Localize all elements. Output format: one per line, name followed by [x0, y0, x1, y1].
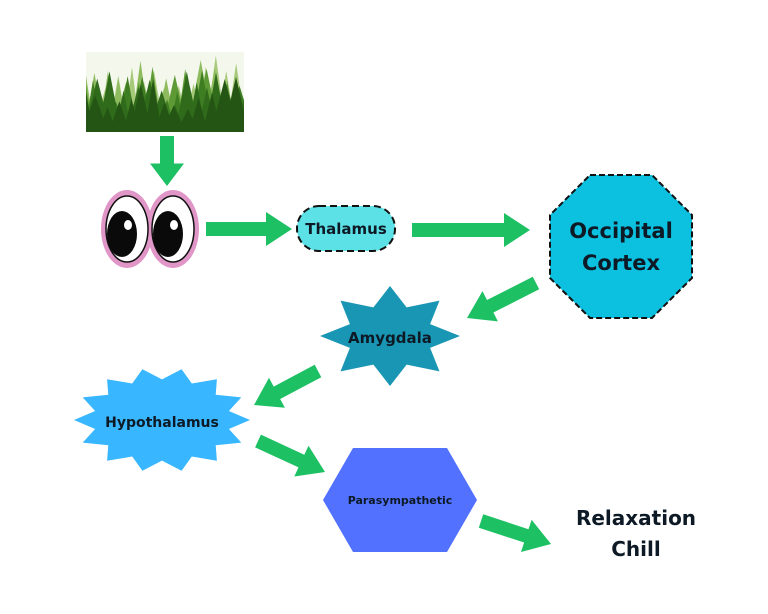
hypothalamus-node: Hypothalamus [74, 369, 250, 471]
tree-shape [189, 97, 208, 132]
tree-shape [108, 101, 130, 132]
arrow-amygdala-to-hypothalamus [254, 364, 322, 408]
arrow-parasympathetic-to-outcome [478, 514, 551, 552]
tree-shape [238, 116, 244, 132]
eyes-icon [101, 190, 199, 268]
hypothalamus-label: Hypothalamus [105, 415, 219, 431]
amygdala-node: Amygdala [320, 286, 460, 386]
thalamus-label: Thalamus [305, 220, 387, 238]
arrow-occipital-to-amygdala [467, 276, 540, 322]
outcome-label-line1: Relaxation [576, 506, 696, 530]
tree-shape [130, 84, 152, 132]
forest-image [86, 52, 244, 132]
outcome-label-line2: Chill [611, 537, 660, 561]
arrow-hypothalamus-to-parasympathetic [255, 434, 325, 477]
amygdala-label: Amygdala [348, 329, 432, 347]
parasympathetic-node: Parasympathetic [323, 448, 477, 552]
occipital-label-line2: Cortex [582, 251, 660, 275]
occipital-cortex-node: Occipital Cortex [549, 174, 693, 319]
tree-shape [144, 78, 162, 132]
arrows-layer [150, 136, 551, 552]
arrow-thalamus-to-occipital [412, 213, 530, 247]
occipital-label-line1: Occipital [569, 219, 673, 243]
tree-shape [223, 76, 244, 132]
arrow-forest-to-eyes [150, 136, 184, 186]
outcome-node: Relaxation Chill [576, 506, 696, 561]
arrow-eyes-to-thalamus [206, 212, 292, 246]
thalamus-node: Thalamus [296, 205, 396, 252]
parasympathetic-label: Parasympathetic [348, 494, 453, 507]
